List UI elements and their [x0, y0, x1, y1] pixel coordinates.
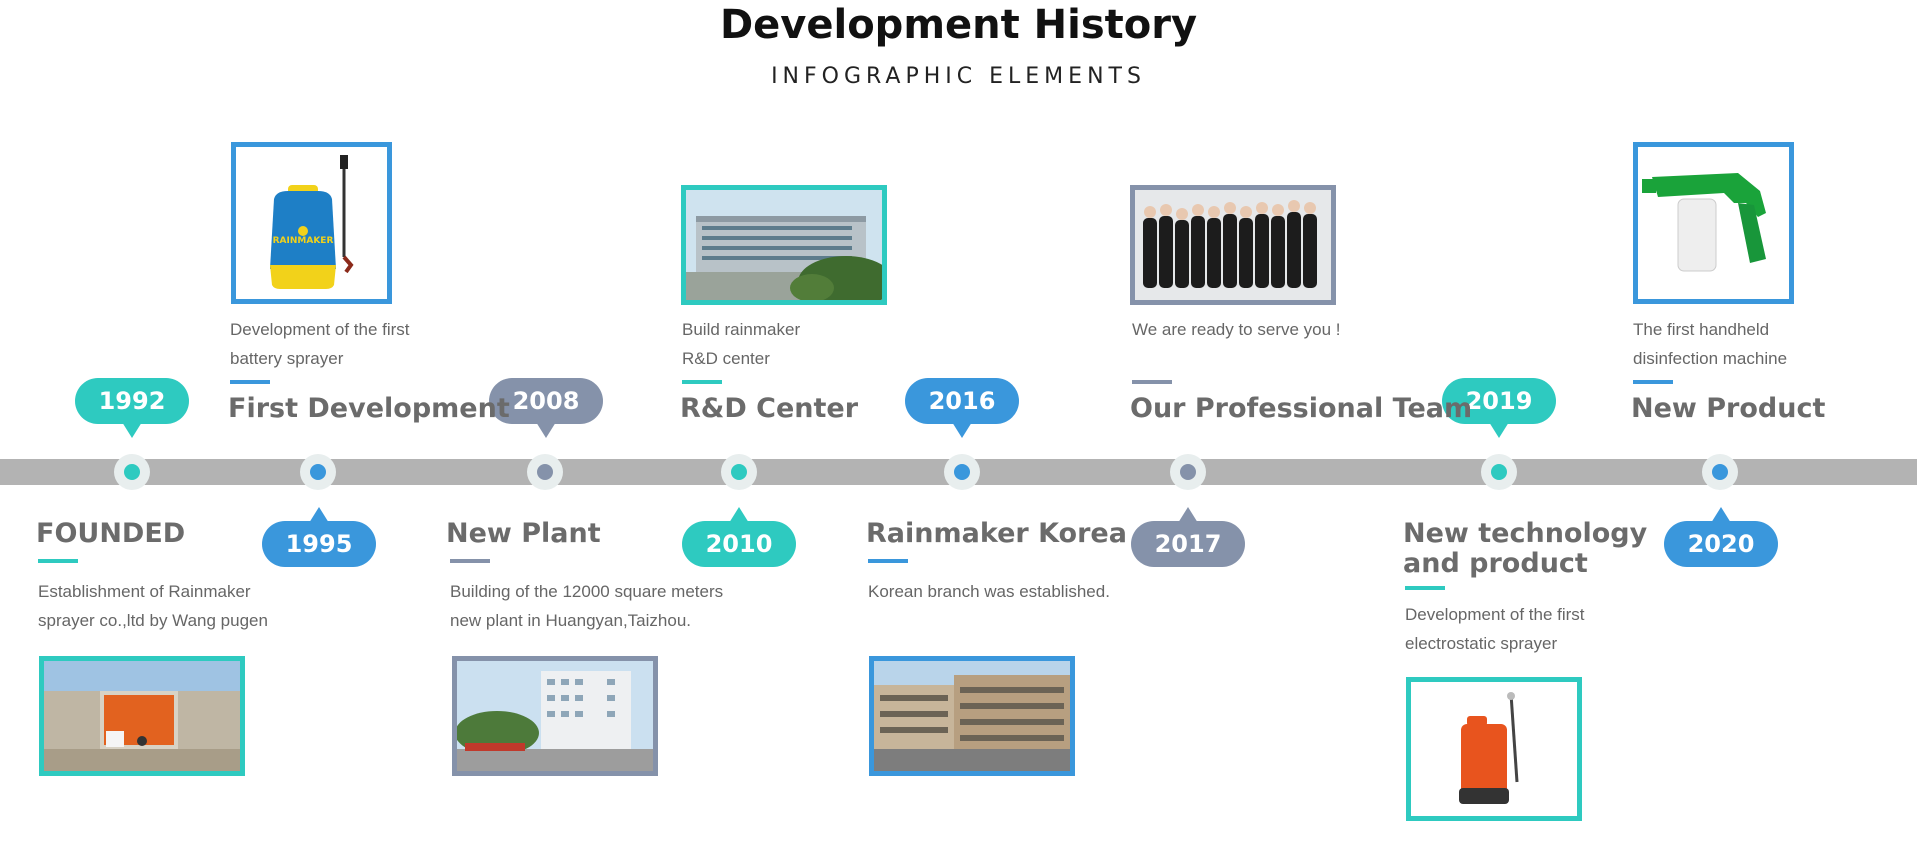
new-tech-desc-2: electrostatic sprayer: [1405, 634, 1558, 653]
timeline-dot-2019: [1481, 454, 1517, 490]
new-plant-title: New Plant: [446, 518, 601, 549]
new-tech-title-1: New technology: [1403, 518, 1648, 549]
year-badge-2010: 2010: [682, 507, 796, 567]
timeline-dot-2016: [944, 454, 980, 490]
year-badge-2020: 2020: [1664, 507, 1778, 567]
new-tech-title-2: and product: [1403, 548, 1588, 579]
year-badge-2016: 2016: [905, 378, 1019, 438]
timeline-dot-2010: [721, 454, 757, 490]
year-badge-2008: 2008: [489, 378, 603, 438]
new-product-underline: [1633, 380, 1673, 384]
rainmaker-logo-text: RAINMAKER: [273, 236, 334, 246]
new-plant-underline: [450, 559, 490, 563]
new-product-desc-1: The first handheld: [1633, 320, 1770, 339]
team-desc: We are ready to serve you !: [1132, 320, 1341, 339]
founded-underline: [38, 559, 78, 563]
new-tech-underline: [1405, 586, 1445, 590]
timeline-dot-2008: [527, 454, 563, 490]
founding-site-image: [39, 656, 245, 776]
timeline-dot-1995: [300, 454, 336, 490]
timeline-dot-2017: [1170, 454, 1206, 490]
korea-desc: Korean branch was established.: [868, 582, 1110, 601]
korea-branch-image: [869, 656, 1075, 776]
page-subtitle: INFOGRAPHIC ELEMENTS: [771, 64, 1146, 89]
first-development-underline: [230, 380, 270, 384]
new-plant-desc-2: new plant in Huangyan,Taizhou.: [450, 611, 691, 630]
disinfection-machine-image: [1633, 142, 1794, 304]
team-underline: [1132, 380, 1172, 384]
new-plant-desc-1: Building of the 12000 square meters: [450, 582, 724, 601]
first-development-desc-2: battery sprayer: [230, 349, 344, 368]
korea-underline: [868, 559, 908, 563]
timeline-dot-2020: [1702, 454, 1738, 490]
year-badge-2019: 2019: [1442, 378, 1556, 438]
team-photo-image: [1130, 185, 1336, 305]
rd-center-title: R&D Center: [680, 393, 859, 424]
first-development-desc-1: Development of the first: [230, 320, 410, 339]
battery-sprayer-image: RAINMAKER: [231, 142, 392, 304]
team-title: Our Professional Team: [1130, 393, 1473, 424]
new-tech-desc-1: Development of the first: [1405, 605, 1585, 624]
rd-center-desc-2: R&D center: [682, 349, 770, 368]
founded-desc-2: sprayer co.,ltd by Wang pugen: [38, 611, 268, 630]
timeline-dot-1992: [114, 454, 150, 490]
year-badge-2017: 2017: [1131, 507, 1245, 567]
rd-center-desc-1: Build rainmaker: [682, 320, 801, 339]
korea-title: Rainmaker Korea: [866, 518, 1127, 549]
rd-center-image: [681, 185, 887, 305]
founded-title: FOUNDED: [36, 518, 186, 549]
new-product-title: New Product: [1631, 393, 1826, 424]
page-title: Development History: [719, 2, 1198, 48]
founded-desc-1: Establishment of Rainmaker: [38, 582, 251, 601]
first-development-title: First Development: [228, 393, 510, 424]
year-badge-1992: 1992: [75, 378, 189, 438]
new-product-desc-2: disinfection machine: [1633, 349, 1788, 368]
electrostatic-sprayer-image: [1406, 677, 1582, 821]
rd-center-underline: [682, 380, 722, 384]
year-badge-1995: 1995: [262, 507, 376, 567]
new-plant-image: [452, 656, 658, 776]
